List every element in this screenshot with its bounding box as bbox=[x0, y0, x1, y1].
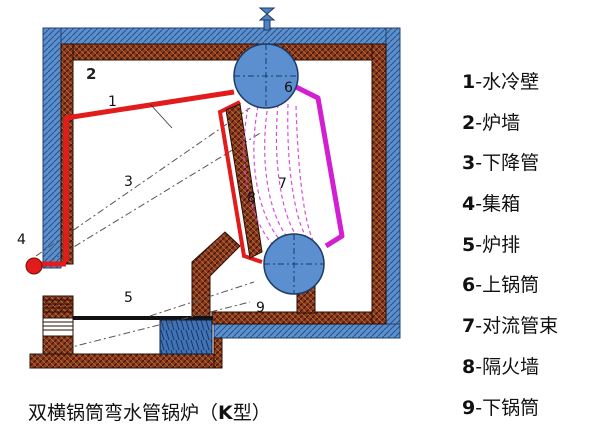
label-7: 7 bbox=[278, 176, 287, 192]
boiler-diagram: 2 1 3 4 5 6 7 8 9 bbox=[17, 7, 401, 369]
water-wall-tube bbox=[36, 89, 235, 267]
label-1-leader bbox=[149, 103, 173, 129]
legend: 1-水冷壁 2-炉墙 3-下降管 4-集箱 5-炉排 6-上锅筒 7-对流管束 … bbox=[462, 62, 602, 428]
safety-valve-icon bbox=[258, 7, 276, 31]
grate bbox=[73, 316, 213, 355]
legend-item: 1-水冷壁 bbox=[462, 71, 540, 93]
legend-item: 7-对流管束 bbox=[462, 315, 559, 338]
label-9: 9 bbox=[256, 300, 265, 316]
outer-casing bbox=[42, 27, 401, 339]
baffle-wall bbox=[225, 103, 263, 259]
label-1: 1 bbox=[108, 94, 117, 110]
legend-item: 5-炉排 bbox=[462, 233, 521, 256]
upper-drum bbox=[233, 43, 299, 109]
downcomer-lines bbox=[35, 107, 263, 357]
label-5: 5 bbox=[124, 290, 133, 306]
label-4: 4 bbox=[17, 232, 26, 248]
legend-item: 6-上锅筒 bbox=[462, 274, 540, 297]
water-wall-inner bbox=[217, 100, 263, 264]
label-8: 8 bbox=[247, 190, 256, 206]
lower-drum bbox=[263, 233, 325, 295]
legend-item: 9-下锅筒 bbox=[462, 396, 540, 419]
legend-item: 2-炉墙 bbox=[462, 111, 521, 134]
diagram-caption: 双横锅筒弯水管锅炉（K型） bbox=[28, 402, 271, 424]
legend-item: 8-隔火墙 bbox=[462, 355, 540, 378]
label-3: 3 bbox=[124, 174, 133, 190]
label-6: 6 bbox=[284, 80, 293, 96]
legend-item: 4-集箱 bbox=[462, 193, 521, 216]
label-2: 2 bbox=[86, 65, 96, 83]
legend-item: 3-下降管 bbox=[462, 152, 540, 175]
header-collector bbox=[25, 257, 43, 275]
rear-riser-tube bbox=[292, 83, 345, 249]
